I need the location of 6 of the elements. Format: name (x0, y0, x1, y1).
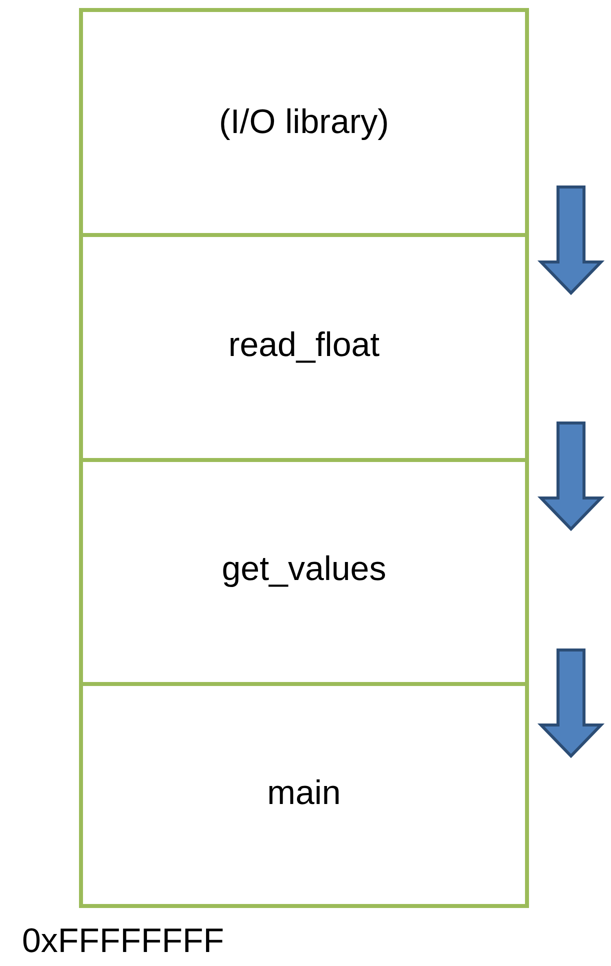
frame-label: get_values (222, 550, 386, 589)
address-label: 0xFFFFFFFF (22, 922, 224, 961)
frame-label: (I/O library) (219, 103, 389, 142)
frame-label: read_float (228, 326, 380, 365)
stack-frame (79, 8, 529, 237)
frame-label: main (267, 774, 341, 812)
